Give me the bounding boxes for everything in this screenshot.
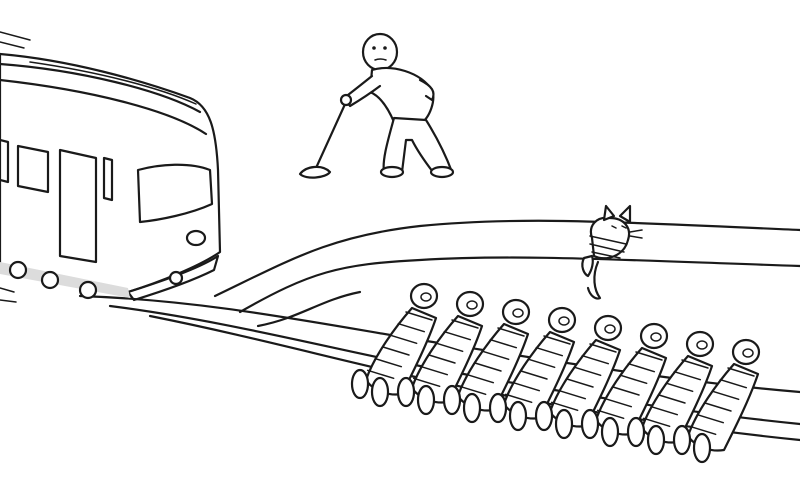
person-foot — [442, 384, 462, 416]
person-foot — [416, 384, 436, 416]
tied-person — [396, 290, 485, 416]
trolley-headlight — [185, 229, 207, 247]
tied-person — [534, 314, 623, 440]
person-foot — [370, 376, 390, 408]
tied-person — [350, 282, 439, 408]
tied-cat — [581, 204, 643, 300]
person-foot — [580, 408, 600, 440]
person-foot — [488, 392, 508, 424]
person-foot — [626, 416, 646, 448]
lever-operator — [298, 32, 455, 179]
tied-person — [626, 330, 715, 456]
side-track — [213, 219, 800, 328]
person-foot — [600, 416, 620, 448]
person-foot — [692, 432, 712, 464]
person-foot — [646, 424, 666, 456]
person-foot — [462, 392, 482, 424]
tied-person — [442, 298, 531, 424]
trolley — [0, 52, 222, 302]
trolley-door — [58, 148, 98, 264]
person-foot — [672, 424, 692, 456]
person-foot — [534, 400, 554, 432]
person-foot — [554, 408, 574, 440]
tied-person — [580, 322, 669, 448]
tied-people-group — [350, 282, 761, 464]
person-foot — [508, 400, 528, 432]
person-foot — [396, 376, 416, 408]
operator-head — [361, 32, 399, 72]
person-foot — [350, 368, 370, 400]
lever-base — [298, 165, 332, 179]
tied-person — [488, 306, 577, 432]
tied-person — [672, 338, 761, 464]
trolley-windshield — [136, 163, 214, 224]
track-lever — [314, 100, 348, 170]
